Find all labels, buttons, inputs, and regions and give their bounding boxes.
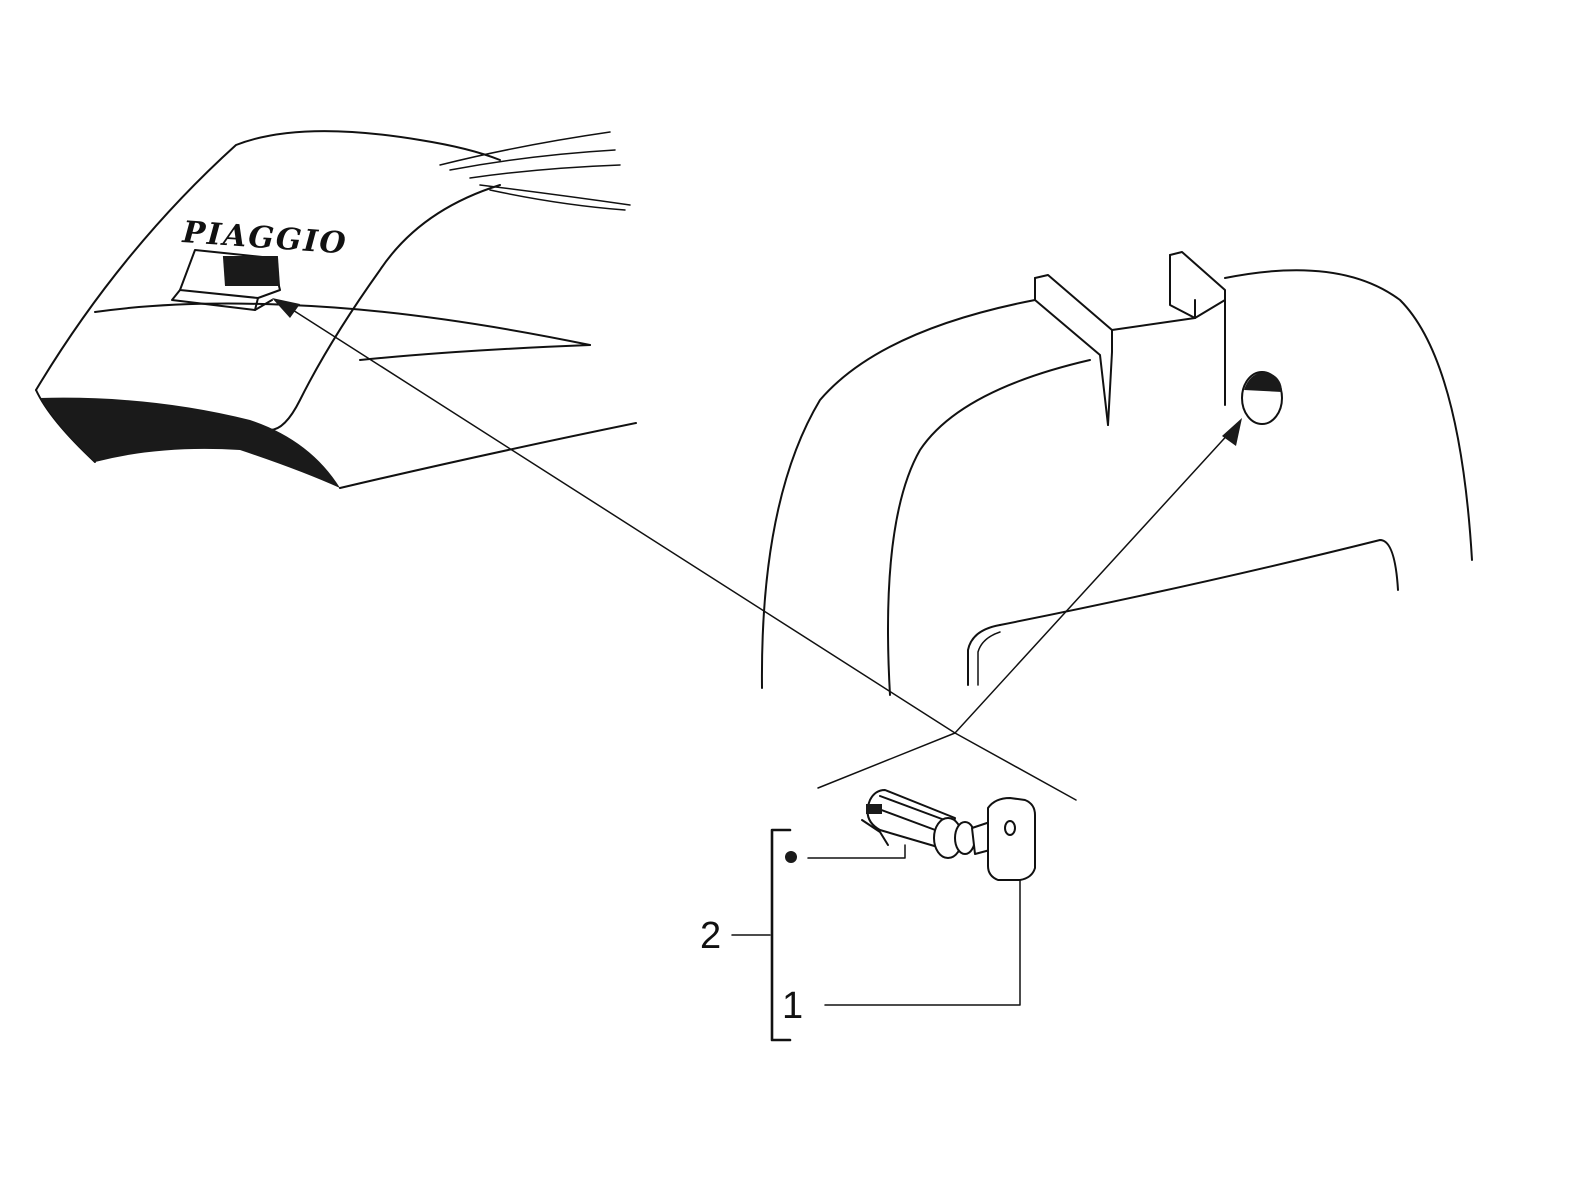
hook-bracket	[1034, 251, 1226, 426]
leader-1-to-key	[824, 879, 1021, 1006]
leader-to-lock-hole	[954, 418, 1242, 734]
seat-edge-texture	[439, 131, 631, 211]
callout-dot	[785, 851, 797, 863]
callout-bracket	[770, 828, 792, 1042]
lock-cylinder-and-key	[861, 789, 1036, 881]
panel-shelf-edge	[999, 539, 1399, 626]
cowl-belt-line	[94, 302, 591, 346]
callout-label-1: 1	[782, 985, 803, 1027]
lock-hole	[1241, 371, 1283, 425]
panel-top-right	[1224, 269, 1473, 561]
lock-cylinder	[861, 789, 976, 859]
cowl-underside	[40, 397, 340, 488]
cowl-bottom-edge	[339, 422, 637, 489]
callout-bracket-group: 2 1	[700, 828, 1021, 1042]
panel-shelf-front	[967, 624, 1001, 686]
seat-lock-housing	[171, 249, 281, 311]
rear-cowl-assembly: PIAGGIO	[35, 130, 956, 734]
leader-to-seat-lock	[272, 298, 956, 734]
lock-key	[971, 797, 1036, 881]
glovebox-panel-assembly	[760, 251, 1473, 734]
panel-inner-outline	[887, 359, 1091, 696]
callout-label-2: 2	[700, 915, 721, 957]
leader-junction	[817, 732, 1077, 801]
cowl-outline	[35, 130, 501, 391]
panel-outer-outline	[760, 299, 1036, 689]
cowl-ridge	[269, 184, 501, 431]
leader-dot-to-cylinder	[807, 844, 906, 859]
cowl-side-curve	[359, 344, 591, 361]
